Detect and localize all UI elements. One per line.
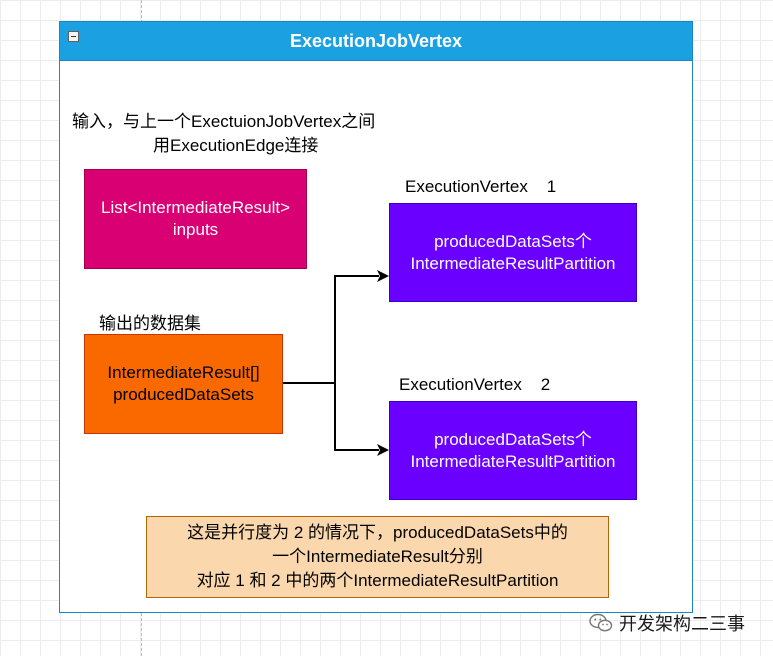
vertex-box-1-line2: IntermediateResultPartition bbox=[410, 253, 616, 273]
wechat-icon bbox=[589, 613, 613, 632]
vertex-label-1: ExecutionVertex 1 bbox=[405, 177, 557, 196]
note-line3: 对应 1 和 2 中的两个IntermediateResultPartition bbox=[196, 571, 559, 590]
vertex-box-1[interactable]: producedDataSets个 IntermediateResultPart… bbox=[389, 203, 637, 302]
vertex-box-2-line2: IntermediateResultPartition bbox=[410, 451, 616, 471]
output-box-line2: producedDataSets bbox=[113, 385, 254, 404]
vertex-box-1-line1: producedDataSets个 bbox=[434, 231, 592, 251]
input-caption-line1: 输入，与上一个ExectuionJobVertex之间 bbox=[72, 112, 376, 131]
execution-job-vertex-container[interactable]: ExecutionJobVertex bbox=[59, 21, 693, 613]
note-line2: 一个IntermediateResult分别 bbox=[272, 547, 483, 566]
arrowhead-vertex-2 bbox=[377, 444, 389, 456]
collapse-icon[interactable] bbox=[68, 31, 79, 42]
vertex-label-2: ExecutionVertex 2 bbox=[399, 375, 551, 394]
connector-to-vertex-1 bbox=[283, 275, 379, 384]
note-box[interactable]: 这是并行度为 2 的情况下，producedDataSets中的 一个Inter… bbox=[146, 516, 609, 598]
note-line1: 这是并行度为 2 的情况下，producedDataSets中的 bbox=[187, 523, 568, 542]
vertex-box-2-line1: producedDataSets个 bbox=[434, 429, 592, 449]
inputs-box-line2: inputs bbox=[172, 220, 219, 239]
inputs-box[interactable]: List<IntermediateResult> inputs bbox=[84, 169, 307, 269]
output-box[interactable]: IntermediateResult[] producedDataSets bbox=[84, 334, 283, 434]
connector-to-vertex-2 bbox=[334, 383, 379, 451]
watermark: 开发架构二三事 bbox=[589, 610, 745, 636]
output-box-line1: IntermediateResult[] bbox=[107, 363, 260, 382]
inputs-box-line1: List<IntermediateResult> bbox=[101, 198, 290, 217]
vertex-box-2[interactable]: producedDataSets个 IntermediateResultPart… bbox=[389, 401, 637, 500]
watermark-text: 开发架构二三事 bbox=[619, 614, 745, 634]
container-header[interactable]: ExecutionJobVertex bbox=[60, 22, 692, 61]
input-caption-line2: 用ExecutionEdge连接 bbox=[153, 136, 319, 155]
container-title: ExecutionJobVertex bbox=[289, 31, 463, 51]
output-caption: 输出的数据集 bbox=[99, 314, 201, 333]
arrowhead-vertex-1 bbox=[377, 270, 389, 282]
